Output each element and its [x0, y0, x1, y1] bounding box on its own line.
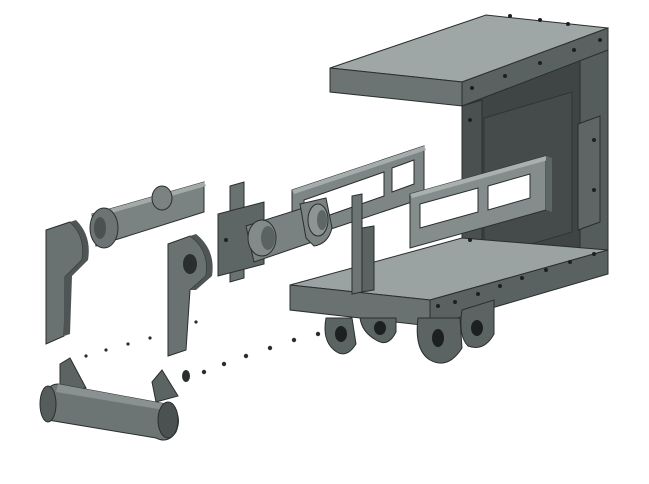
- pivot-plate-left: [45, 220, 89, 345]
- rocker-boss-right: [151, 185, 173, 211]
- rear-bar-slot-2: [391, 159, 415, 193]
- housing-top-right-edge: [461, 27, 609, 107]
- small-tab-2: [361, 225, 375, 293]
- small-tab-1: [351, 193, 363, 295]
- pivot-plate-middle: [167, 234, 213, 357]
- pin-end-cap-right: [157, 401, 179, 439]
- front-bar-slot-2: [487, 173, 531, 211]
- explode-path-dots: [84, 320, 321, 375]
- small-pin: [182, 370, 190, 382]
- front-bar-slot-1: [419, 187, 479, 229]
- clevis-lugs: [324, 299, 495, 364]
- housing-side-plate: [577, 115, 601, 231]
- slotted-link-bar-front: [409, 155, 552, 249]
- rocker-arm: [89, 181, 206, 249]
- small-tabs: [351, 193, 375, 295]
- pin-shaft: [39, 357, 179, 441]
- pivot-plate-middle-hole: [183, 254, 197, 274]
- yoke-with-roller: [217, 181, 333, 283]
- pin-end-cap-left: [39, 385, 57, 423]
- u-channel-housing: [289, 14, 609, 327]
